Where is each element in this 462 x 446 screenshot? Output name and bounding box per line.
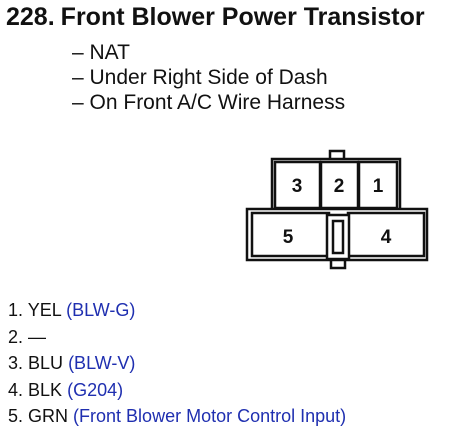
- wire-color: YEL: [27, 300, 62, 320]
- connector-diagram: 3 2 1 5 4: [245, 149, 429, 270]
- circuit-reference[interactable]: (G204): [67, 379, 124, 400]
- title-text: Front Blower Power Transistor: [60, 3, 425, 31]
- pin-number: 5.: [8, 406, 24, 426]
- pin-row: 2. —: [8, 324, 346, 351]
- pin-row: 1. YEL (BLW-G): [8, 297, 346, 324]
- pin-number: 4.: [8, 379, 24, 400]
- note-item: – Under Right Side of Dash: [72, 66, 328, 89]
- circuit-reference[interactable]: (BLW-G): [66, 300, 136, 320]
- notes-list: – NAT – Under Right Side of Dash – On Fr…: [72, 40, 345, 115]
- note-item: – On Front A/C Wire Harness: [72, 91, 346, 114]
- pin-cavity-2: [319, 160, 360, 210]
- pin-cavity-4: [346, 211, 426, 258]
- wire-color: BLU: [28, 353, 64, 373]
- pin-label-3: 3: [292, 176, 303, 197]
- pin-row: 3. BLU (BLW-V): [8, 350, 346, 377]
- pin-number: 2.: [8, 326, 24, 347]
- pin-label-1: 1: [373, 176, 384, 197]
- pin-cavity-1: [357, 160, 399, 210]
- pin-cavity-5: [250, 211, 331, 258]
- pin-label-5: 5: [283, 227, 294, 248]
- pin-label-2: 2: [334, 176, 345, 197]
- pin-number: 1.: [8, 300, 24, 320]
- wire-color: BLK: [28, 379, 63, 400]
- pin-row: 5. GRN (Front Blower Motor Control Input…: [8, 403, 346, 430]
- circuit-reference[interactable]: (Front Blower Motor Control Input): [73, 406, 347, 426]
- pin-cavity-3: [273, 160, 322, 210]
- center-key-inner: [331, 219, 345, 255]
- pin-number: 3.: [8, 353, 24, 373]
- circuit-reference[interactable]: (BLW-V): [68, 353, 136, 373]
- item-number: 228.: [6, 3, 55, 31]
- pin-list: 1. YEL (BLW-G) 2. — 3. BLU (BLW-V) 4. BL…: [8, 297, 346, 430]
- page-title: 228.Front Blower Power Transistor: [6, 3, 425, 32]
- pin-label-4: 4: [381, 227, 392, 248]
- note-item: – NAT: [72, 41, 130, 64]
- pin-row: 4. BLK (G204): [8, 377, 346, 404]
- wire-color: —: [28, 326, 47, 347]
- wire-color: GRN: [28, 406, 69, 426]
